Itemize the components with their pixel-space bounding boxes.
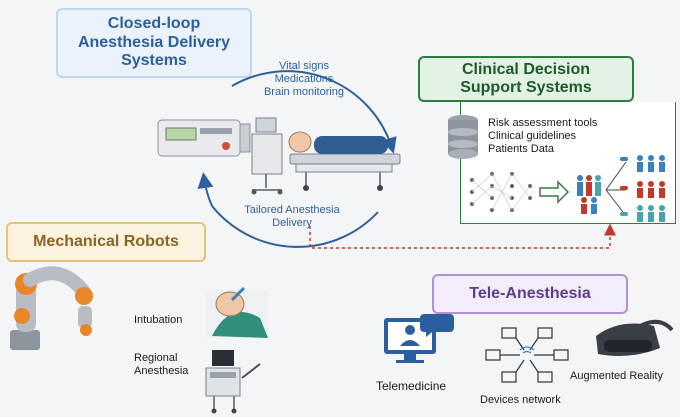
patient-population-icon <box>577 175 601 214</box>
vr-headset-icon <box>596 319 674 356</box>
neural-network-icon <box>469 171 533 213</box>
closed-loop-output: Tailored Anesthesia Delivery <box>244 204 340 229</box>
tele-anesthesia-title: Tele-Anesthesia <box>469 284 591 302</box>
dashed-connector <box>309 223 616 249</box>
closed-loop-title-box: Closed-loop Anesthesia Delivery Systems <box>56 8 252 78</box>
capsule-icons <box>620 157 628 216</box>
intubation-icon <box>206 286 268 338</box>
closed-loop-cycle-arrows <box>197 70 397 248</box>
cdss-title-box: Clinical Decision Support Systems <box>418 56 634 102</box>
infusion-pump-icon <box>157 119 251 157</box>
ventilator-icon <box>251 117 283 195</box>
devices-network-icon <box>485 327 569 383</box>
mechanical-robots-title-box: Mechanical Robots <box>6 222 206 262</box>
mech-item-intubation: Intubation <box>134 314 183 326</box>
tele-item-devices-network: Devices network <box>480 394 561 406</box>
input-vital-signs: Vital signs <box>279 60 329 72</box>
tele-item-augmented-reality: Augmented Reality <box>570 370 663 382</box>
mechanical-robots-title: Mechanical Robots <box>33 232 179 250</box>
cdss-item-guidelines: Clinical guidelines <box>488 130 577 142</box>
ultrasound-cart-icon <box>205 350 261 414</box>
closed-loop-title: Closed-loop Anesthesia Delivery Systems <box>77 15 231 70</box>
input-medications: Medications <box>274 73 334 85</box>
tele-item-telemedicine: Telemedicine <box>376 379 447 393</box>
stratified-groups-icon <box>637 155 665 222</box>
cdss-title: Clinical Decision Support Systems <box>460 60 592 96</box>
mech-item-regional-anesthesia: Regional Anesthesia <box>134 352 189 377</box>
tele-anesthesia-title-box: Tele-Anesthesia <box>432 274 628 314</box>
input-brain-monitoring: Brain monitoring <box>263 86 345 98</box>
cdss-item-risk-assessment: Risk assessment tools <box>488 117 598 129</box>
telemedicine-monitor-icon <box>384 314 454 363</box>
cdss-items: Risk assessment tools Clinical guideline… <box>488 117 597 156</box>
closed-loop-inputs: Vital signs Medications Brain monitoring <box>256 60 352 99</box>
robot-arm-icon <box>10 266 93 350</box>
patient-bed-icon <box>288 131 401 191</box>
hollow-arrow-icon <box>539 180 570 204</box>
cdss-item-patients-data: Patients Data <box>488 143 555 155</box>
database-icon <box>448 115 478 159</box>
